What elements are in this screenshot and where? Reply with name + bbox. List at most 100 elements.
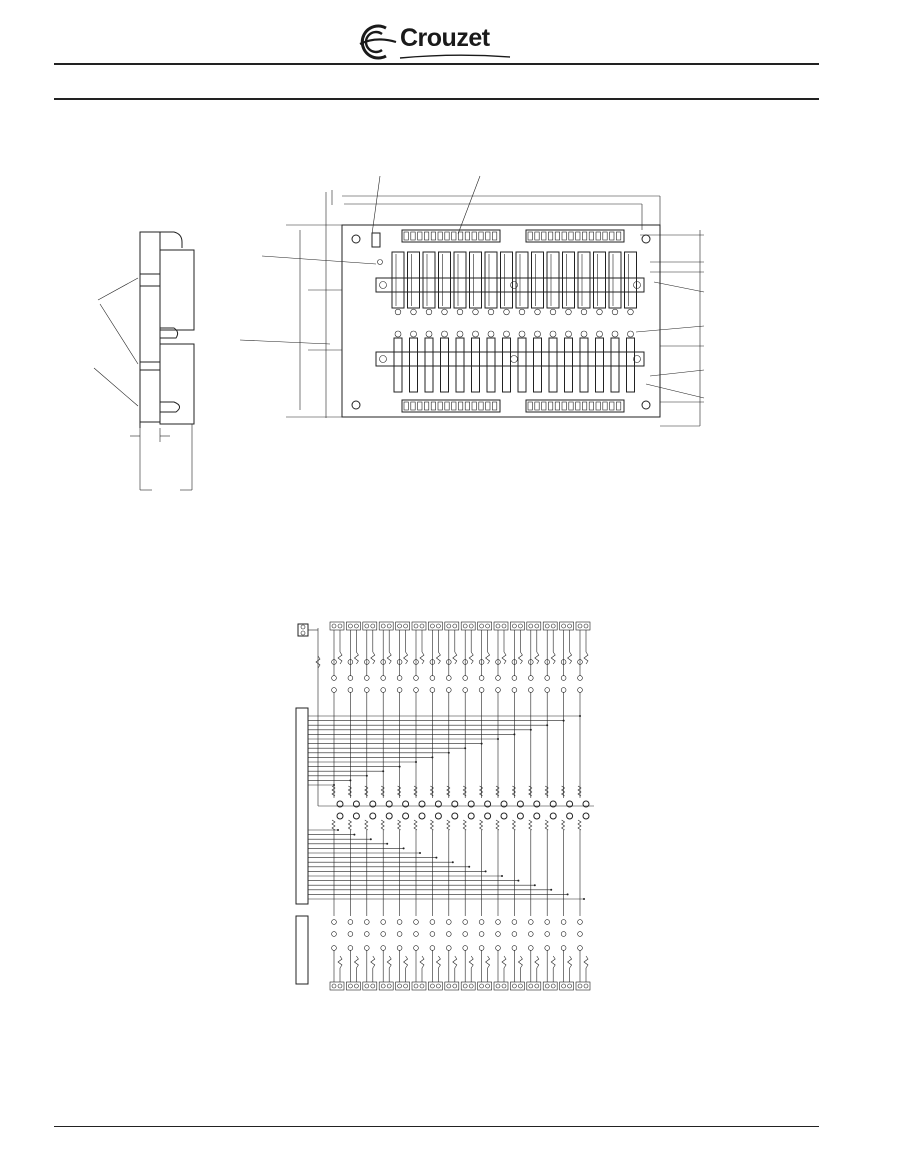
terminal-screw [554, 401, 560, 411]
resistor [413, 819, 418, 831]
terminal-screw [451, 231, 457, 241]
terminal-screw [541, 231, 547, 241]
resistor [364, 785, 369, 797]
resistor [331, 785, 336, 797]
resistor [413, 785, 418, 797]
fuse [485, 651, 491, 665]
terminal [411, 621, 427, 631]
led-indicator [487, 308, 495, 316]
terminal [428, 981, 443, 991]
terminal-screw [527, 231, 533, 241]
terminal-screw [602, 401, 608, 411]
relay-module [500, 251, 513, 309]
led-indicator [611, 330, 619, 338]
connector [371, 232, 383, 265]
terminal-screw [534, 231, 540, 241]
dimension-lines [286, 190, 704, 427]
bar-screw [633, 355, 641, 363]
resistor [561, 819, 566, 831]
fuse [315, 655, 321, 669]
fuse [583, 651, 589, 665]
terminal [460, 621, 476, 631]
led [467, 812, 475, 820]
relay-module [440, 337, 449, 393]
resistor [462, 785, 467, 797]
led-indicator [503, 330, 510, 338]
resistor [462, 819, 467, 831]
relay-module [533, 337, 542, 393]
resistor [380, 785, 385, 797]
relay-module [517, 337, 527, 393]
terminal-screw [471, 401, 477, 411]
bar-screw [379, 281, 387, 289]
relay-module [548, 337, 558, 393]
crouzet-logo: Crouzet [356, 18, 516, 64]
leader-lines [239, 175, 705, 399]
led-indicator [596, 308, 603, 316]
led-indicator [596, 330, 603, 338]
terminal-screw [451, 401, 457, 411]
upper-terminal-row [329, 621, 591, 631]
channel [429, 630, 442, 982]
terminal-screw [609, 231, 615, 241]
relay-module [409, 337, 418, 393]
resistor [446, 819, 451, 831]
terminal-screw [548, 231, 554, 241]
terminal [329, 981, 345, 991]
terminal-screw [527, 401, 533, 411]
led-indicator [441, 308, 448, 316]
relay-module [515, 251, 529, 309]
terminal [378, 621, 394, 631]
terminal-screw [595, 401, 601, 411]
relay-module [484, 251, 498, 309]
led [566, 800, 574, 808]
led [500, 812, 508, 820]
terminal-screw [492, 401, 498, 411]
relay-module [595, 337, 604, 393]
terminal [510, 981, 525, 991]
led-indicator [441, 330, 448, 338]
led [336, 800, 344, 808]
led [418, 800, 426, 808]
terminal-screw [424, 231, 430, 241]
led [451, 800, 459, 808]
terminal-screw [458, 401, 464, 411]
bus-connector [295, 623, 309, 985]
resistor [380, 819, 385, 831]
relay-module [407, 251, 420, 309]
resistor [331, 819, 336, 831]
relay-module [546, 251, 560, 309]
relay-module [422, 251, 436, 309]
terminal-screw [478, 231, 484, 241]
fuse [435, 651, 441, 665]
side-view-drawing [93, 231, 195, 491]
terminal [575, 621, 591, 631]
led-indicator [627, 308, 634, 316]
channel [560, 630, 574, 982]
terminal [428, 621, 443, 631]
terminal [362, 621, 378, 631]
relay-module [455, 337, 465, 393]
mounting-hole [351, 234, 361, 244]
terminal-screw [478, 401, 484, 411]
led [516, 800, 524, 808]
terminal-screw [485, 401, 491, 411]
terminal [575, 981, 591, 991]
fuse [386, 651, 392, 665]
terminal-screw [582, 231, 588, 241]
relay-module [626, 337, 635, 393]
terminal-screw [534, 401, 540, 411]
led-indicator [410, 330, 417, 338]
led [549, 800, 557, 808]
terminal-screw [485, 231, 491, 241]
led [402, 800, 410, 808]
terminal-screw [424, 401, 430, 411]
relay-module [391, 251, 405, 309]
terminal-screw [602, 231, 608, 241]
led [516, 812, 524, 820]
mounting-hole [351, 400, 361, 410]
terminal [346, 621, 361, 631]
resistor [544, 785, 549, 797]
led-indicator [456, 308, 464, 316]
terminal-screw [410, 231, 416, 241]
